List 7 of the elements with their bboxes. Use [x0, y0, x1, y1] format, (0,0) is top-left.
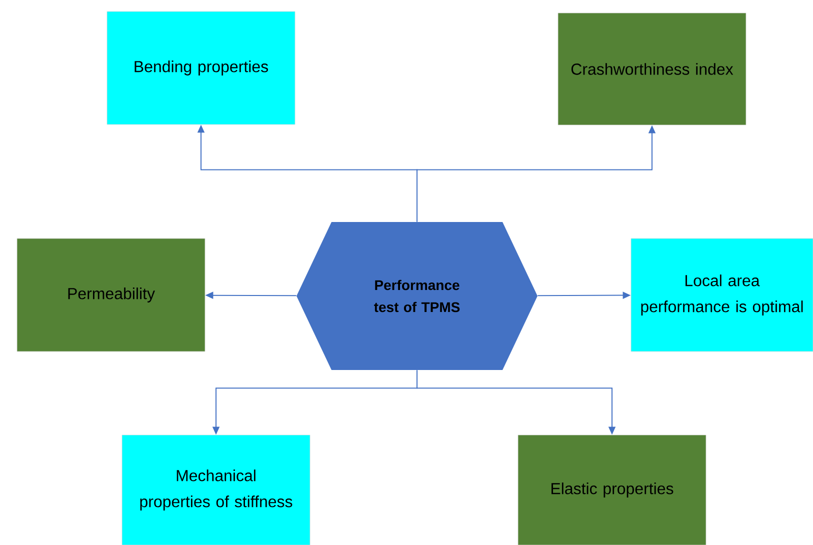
process-box: Permeability [16, 238, 206, 352]
process-box: Crashworthiness index [558, 12, 746, 126]
hexagon: Performance test of TPMS [296, 222, 538, 370]
process-box: Elastic properties [518, 434, 706, 545]
process-box: Bending properties [106, 11, 296, 125]
process-box: Local area performance is optimal [630, 238, 813, 352]
process-box: Mechanical properties of stiffness [122, 434, 310, 545]
